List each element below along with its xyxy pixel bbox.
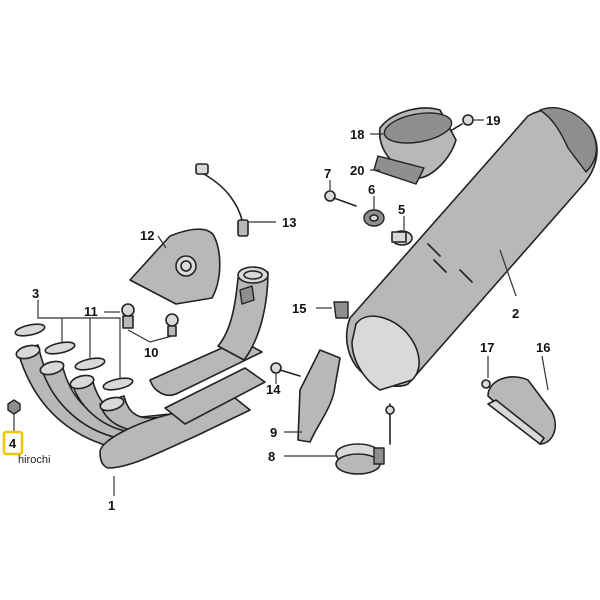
watermark-text: hirochi bbox=[18, 454, 50, 466]
silencer-muffler bbox=[345, 107, 598, 391]
callout-6: 6 bbox=[368, 182, 375, 197]
callout-4: 4 bbox=[9, 436, 17, 451]
silencer-end-cap bbox=[370, 107, 457, 179]
heat-shield bbox=[129, 228, 221, 305]
callout-8: 8 bbox=[268, 449, 275, 464]
callout-1: 1 bbox=[108, 498, 115, 513]
callout-12: 12 bbox=[140, 228, 154, 243]
mounting-bracket-part-9 bbox=[284, 349, 341, 443]
callout-20: 20 bbox=[350, 163, 364, 178]
oxygen-sensor bbox=[195, 163, 276, 237]
bolt-part-14 bbox=[270, 362, 301, 384]
bolt-washer-set bbox=[104, 303, 179, 343]
callout-4-highlight-box bbox=[2, 430, 24, 456]
callout-7: 7 bbox=[324, 166, 331, 181]
spacer-sleeve-part-5 bbox=[391, 216, 413, 246]
callout-18: 18 bbox=[350, 127, 364, 142]
callout-10: 10 bbox=[144, 345, 158, 360]
gasket-set bbox=[14, 300, 134, 391]
silencer-sleeve-part-16 bbox=[487, 355, 556, 445]
callout-17: 17 bbox=[480, 340, 494, 355]
exhaust-clamp-part-8 bbox=[284, 403, 395, 475]
callout-5: 5 bbox=[398, 202, 405, 217]
nut-part bbox=[7, 399, 21, 432]
callout-2: 2 bbox=[512, 306, 519, 321]
bolt-part-7 bbox=[324, 180, 357, 207]
header-pipe-assembly bbox=[15, 266, 269, 469]
screw-part-19 bbox=[451, 114, 484, 131]
callout-9: 9 bbox=[270, 425, 277, 440]
callout-11: 11 bbox=[84, 304, 98, 319]
callout-16: 16 bbox=[536, 340, 550, 355]
callout-14: 14 bbox=[266, 382, 281, 397]
callout-3: 3 bbox=[32, 286, 39, 301]
part-callouts: 1 2 3 4 5 6 7 8 9 10 11 12 13 14 15 16 1… bbox=[9, 113, 550, 513]
callout-19: 19 bbox=[486, 113, 500, 128]
rubber-grommet-part-6 bbox=[363, 196, 385, 227]
silencer-mesh-gasket bbox=[370, 155, 425, 185]
callout-15: 15 bbox=[292, 301, 306, 316]
clip-part-15 bbox=[316, 301, 349, 319]
callout-13: 13 bbox=[282, 215, 296, 230]
screw-part-17 bbox=[481, 356, 491, 389]
